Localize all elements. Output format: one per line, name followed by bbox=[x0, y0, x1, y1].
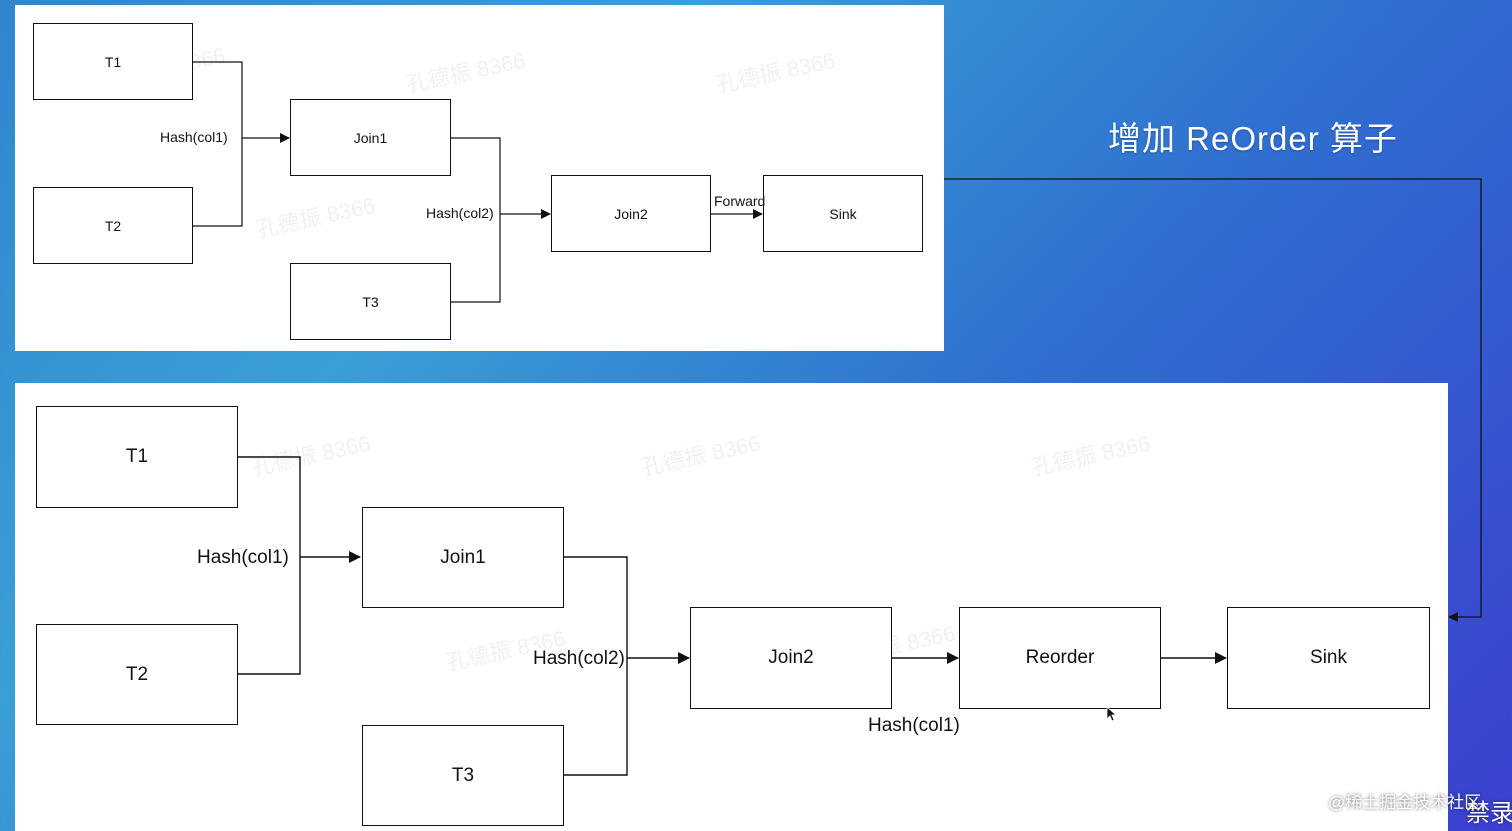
node-label: Reorder bbox=[1025, 647, 1095, 668]
node-label: T3 bbox=[451, 764, 475, 786]
node-label: Sink bbox=[1310, 647, 1347, 668]
node-t1: T1 bbox=[36, 406, 238, 508]
mouse-cursor-icon bbox=[1106, 706, 1118, 722]
node-t2: T2 bbox=[33, 187, 193, 264]
node-label: Join2 bbox=[614, 205, 648, 222]
node-reorder: Reorder bbox=[959, 607, 1161, 709]
edge-label-hash-col2: Hash(col2) bbox=[425, 205, 495, 221]
node-label: T2 bbox=[125, 663, 149, 685]
node-label: Join1 bbox=[353, 129, 388, 146]
node-label: Sink bbox=[829, 205, 857, 222]
node-sink: Sink bbox=[763, 175, 923, 252]
edge-label-hash-col2: Hash(col2) bbox=[532, 648, 626, 670]
node-t3: T3 bbox=[290, 263, 451, 340]
node-join1: Join1 bbox=[290, 99, 451, 176]
node-label: Join1 bbox=[440, 546, 486, 568]
page-title: 增加 ReOrder 算子 bbox=[1108, 120, 1398, 157]
edge-label-forward: Forward bbox=[714, 193, 766, 209]
node-sink: Sink bbox=[1227, 607, 1430, 709]
node-label: Join2 bbox=[768, 647, 814, 668]
node-join1: Join1 bbox=[362, 507, 564, 608]
corner-text: 禁录 bbox=[1466, 800, 1512, 827]
node-join2: Join2 bbox=[551, 175, 711, 252]
node-join2: Join2 bbox=[690, 607, 892, 709]
node-t3: T3 bbox=[362, 725, 564, 826]
credit-text: @稀土掘金技术社区 bbox=[1328, 793, 1482, 812]
diagram-before-edges bbox=[193, 61, 763, 303]
node-label: T1 bbox=[104, 53, 122, 70]
edge-label-hash-col1: Hash(col1) bbox=[159, 129, 229, 145]
node-t2: T2 bbox=[36, 624, 238, 725]
node-label: T3 bbox=[362, 293, 379, 310]
node-label: T2 bbox=[104, 217, 122, 234]
edge-label-hash-col1-reorder: Hash(col1) bbox=[867, 715, 961, 737]
node-label: T1 bbox=[125, 446, 149, 467]
diagram-after-edges bbox=[238, 456, 1227, 776]
node-t1: T1 bbox=[33, 23, 193, 100]
diagram-before-panel: 孔德振 8366 孔德振 8366 孔德振 8366 孔德振 8366 T1 T… bbox=[15, 5, 944, 351]
edge-label-hash-col1: Hash(col1) bbox=[196, 547, 290, 569]
diagram-after-panel: 孔德振 8366 孔德振 8366 孔德振 8366 孔德振 8366 孔德振 … bbox=[15, 383, 1448, 831]
